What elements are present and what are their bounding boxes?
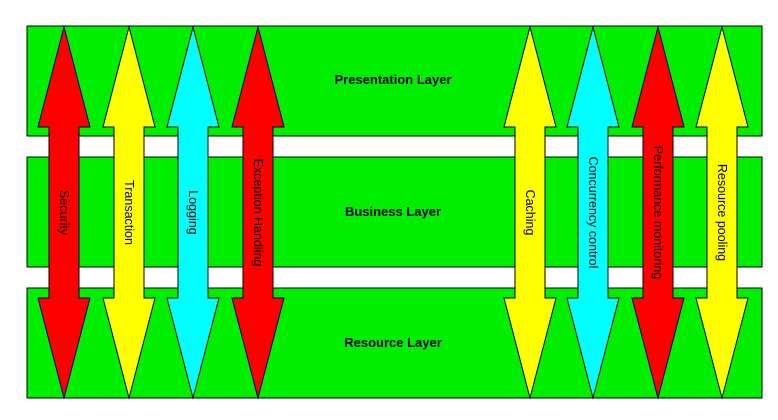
caching-arrow: Caching <box>503 25 557 400</box>
concurrency-control-arrow-shape <box>566 25 620 400</box>
resource-pooling-arrow: Resource pooling <box>695 25 749 400</box>
logging-arrow-shape <box>166 25 220 400</box>
concurrency-control-arrow: Concurrency control <box>566 25 620 400</box>
performance-monitoring-arrow: Performance monitoring <box>631 25 685 400</box>
performance-monitoring-arrow-shape <box>631 25 685 400</box>
business-layer-label: Business Layer <box>345 204 441 219</box>
business-layer-band <box>26 156 763 268</box>
transaction-arrow-label: Transaction <box>122 180 136 245</box>
exception-handling-arrow-label: Exception Handling <box>251 159 265 267</box>
security-arrow-label: Security <box>57 190 71 236</box>
security-arrow: Security <box>37 25 91 400</box>
exception-handling-arrow-shape <box>231 25 285 400</box>
performance-monitoring-arrow-label: Performance monitoring <box>651 146 665 279</box>
resource-pooling-arrow-shape <box>695 25 749 400</box>
logging-arrow-label: Logging <box>186 190 200 235</box>
resource-pooling-arrow-label: Resource pooling <box>715 164 729 261</box>
logging-arrow: Logging <box>166 25 220 400</box>
exception-handling-arrow: Exception Handling <box>231 25 285 400</box>
transaction-arrow: Transaction <box>102 25 156 400</box>
concurrency-control-arrow-label: Concurrency control <box>586 157 600 269</box>
security-arrow-shape <box>37 25 91 400</box>
transaction-arrow-shape <box>102 25 156 400</box>
caching-arrow-shape <box>503 25 557 400</box>
resource-layer-label: Resource Layer <box>344 335 442 350</box>
caching-arrow-label: Caching <box>523 190 537 236</box>
presentation-layer-label: Presentation Layer <box>334 72 451 87</box>
